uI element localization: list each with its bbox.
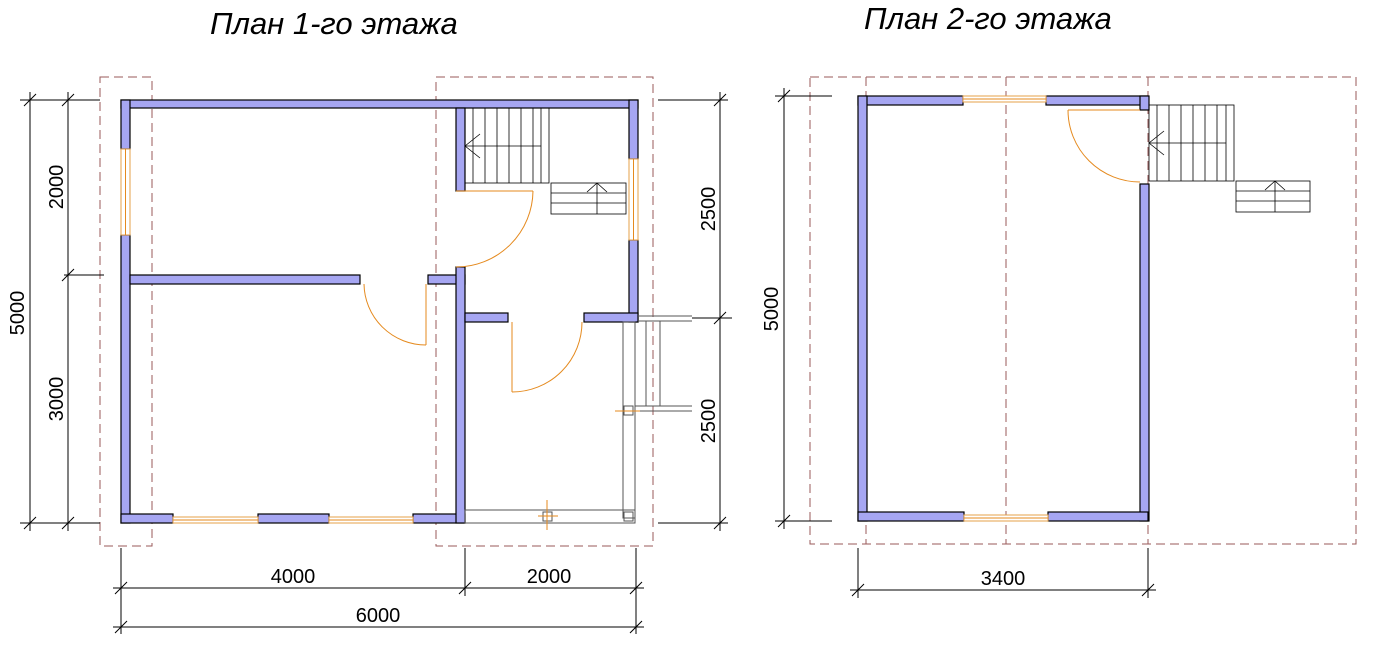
plan1-roof-outline-right: [435, 76, 654, 547]
plan1-dimension-lines: [20, 92, 732, 634]
plan2-title: План 2-го этажа: [864, 1, 1112, 36]
plan2-dimension-lines: [775, 88, 1156, 598]
plan2-walls: [857, 95, 1150, 522]
plan1-stairs: [464, 107, 627, 215]
plan1: 5000 2000 3000 2500 2500 4000 2000 6000: [7, 76, 732, 634]
plan1-dim-left-upper: 2000: [46, 165, 68, 210]
plan2-windows: [962, 95, 1049, 522]
plan1-dim-right-upper: 2500: [698, 187, 720, 232]
plan1-dim-left-lower: 3000: [46, 377, 68, 422]
plan1-veranda: [464, 315, 692, 530]
plan1-doors: [363, 190, 583, 393]
plan1-dim-right-lower: 2500: [698, 399, 720, 444]
plan1-walls: [120, 99, 639, 524]
plan1-dim-bottom-right: 2000: [527, 566, 572, 588]
plan2-door: [1067, 109, 1141, 183]
plan1-windows: [120, 148, 639, 524]
plan1-roof-outline-left: [99, 76, 153, 547]
plan2-dim-left-total: 5000: [761, 287, 783, 332]
plan1-title: План 1-го этажа: [210, 6, 458, 41]
plan1-dim-bottom-left: 4000: [271, 566, 316, 588]
plan2-roof-outline: [809, 76, 1357, 545]
plan2-dim-bottom-total: 3400: [981, 568, 1026, 590]
plan2-stairs: [1148, 104, 1311, 213]
plan1-dim-bottom-total: 6000: [356, 605, 401, 627]
plan1-dim-left-total: 5000: [7, 291, 29, 336]
plan2: 5000 3400: [761, 76, 1357, 598]
